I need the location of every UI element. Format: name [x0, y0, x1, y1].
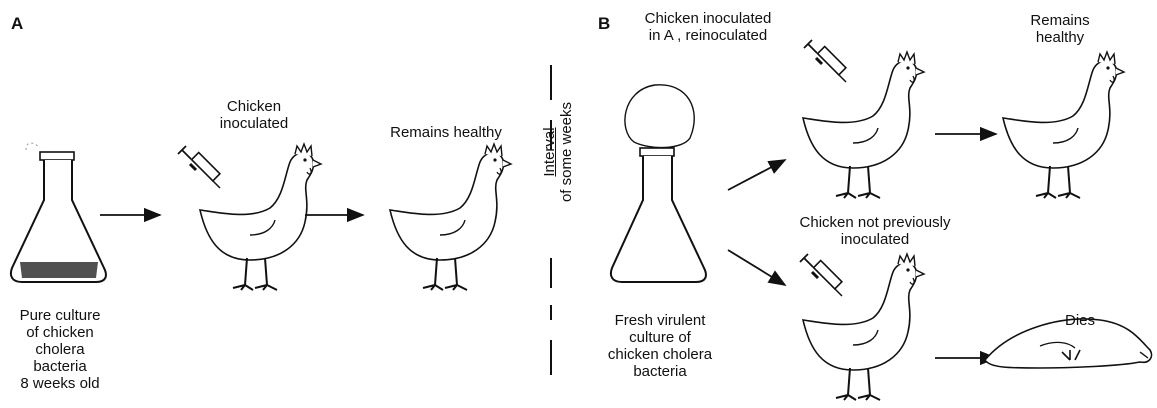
- chicken-reinoculated: [803, 52, 924, 198]
- interval-label-line1: Interval: [541, 72, 558, 232]
- remains-healthy-a-caption: Remains healthy: [366, 124, 526, 141]
- interval-label-line2: of some weeks: [558, 72, 575, 232]
- not-inoculated-caption: Chicken not previously inoculated: [775, 214, 975, 248]
- syringe-not-inoculated: [800, 254, 842, 296]
- flask-b-caption-line: chicken cholera: [600, 346, 720, 363]
- flask-a-caption-line: Pure culture: [0, 307, 120, 324]
- panel-a-letter: A: [11, 14, 23, 34]
- reinoculated-caption: Chicken inoculated in A , reinoculated: [618, 10, 798, 44]
- interval-label: Interval of some weeks: [541, 72, 575, 232]
- flask-a-caption: Pure culture of chicken cholera bacteria…: [0, 307, 120, 392]
- flask-a: [11, 143, 106, 282]
- flask-b-caption-line: Fresh virulent: [600, 312, 720, 329]
- syringe-a: [178, 146, 220, 188]
- flask-b-caption: Fresh virulent culture of chicken choler…: [600, 312, 720, 380]
- caption-line: healthy: [1010, 29, 1110, 46]
- flask-b-caption-line: bacteria: [600, 363, 720, 380]
- caption-line: inoculated: [775, 231, 975, 248]
- flask-a-caption-line: 8 weeks old: [0, 375, 120, 392]
- arrow-flask-to-reinoculated: [728, 160, 785, 190]
- panel-b-letter: B: [598, 14, 610, 34]
- chicken-inoculated-caption: Chicken inoculated: [194, 98, 314, 132]
- caption-line: Remains: [1010, 12, 1110, 29]
- chicken-healthy-a: [390, 144, 511, 290]
- flask-a-caption-line: cholera: [0, 341, 120, 358]
- flask-b-caption-line: culture of: [600, 329, 720, 346]
- caption-line: Chicken not previously: [775, 214, 975, 231]
- chicken-healthy-b: [1003, 52, 1124, 198]
- caption-line: Chicken: [194, 98, 314, 115]
- caption-line: in A , reinoculated: [618, 27, 798, 44]
- arrow-flask-to-not-inoculated: [728, 250, 785, 285]
- flask-b: [611, 85, 706, 282]
- flask-a-caption-line: of chicken: [0, 324, 120, 341]
- caption-line: Chicken inoculated: [618, 10, 798, 27]
- remains-healthy-b-caption: Remains healthy: [1010, 12, 1110, 46]
- flask-a-caption-line: bacteria: [0, 358, 120, 375]
- syringe-reinoculated: [804, 40, 846, 82]
- chicken-inoculated-a: [200, 144, 321, 290]
- dies-caption: Dies: [1050, 312, 1110, 329]
- caption-line: inoculated: [194, 115, 314, 132]
